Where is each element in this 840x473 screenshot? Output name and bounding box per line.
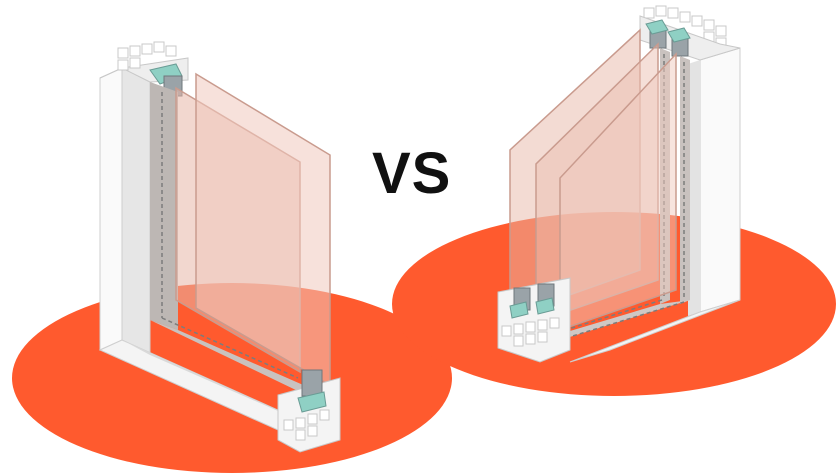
right-inner-strip-2 [680, 56, 690, 304]
right-frame-side [699, 47, 741, 313]
left-bottom-spacer [301, 369, 323, 397]
right-bottom-seal-2 [535, 297, 555, 315]
right-window [497, 5, 741, 363]
left-top-chambers [117, 41, 177, 71]
left-inner-strip [150, 82, 178, 330]
left-frame-front [99, 67, 123, 351]
left-frame-bottom-face [122, 340, 310, 425]
right-bottom-seal-1 [509, 301, 529, 319]
left-frame-face [121, 67, 151, 356]
right-bottom-chambers [501, 317, 560, 347]
left-window [98, 41, 341, 453]
right-top-seal-1 [645, 19, 669, 35]
right-frame-face [688, 60, 700, 316]
left-inner-strip-bottom [150, 320, 310, 392]
left-bottom-seal [297, 391, 327, 413]
right-top-chambers [643, 5, 727, 49]
vs-label: VS [372, 141, 451, 206]
left-dashed-line-bottom [161, 317, 299, 379]
right-frame-bottom [569, 299, 741, 363]
left-bottom-chambers [283, 409, 330, 441]
right-inner-strip-bottom [540, 300, 690, 340]
right-top-seal-2 [667, 27, 691, 43]
